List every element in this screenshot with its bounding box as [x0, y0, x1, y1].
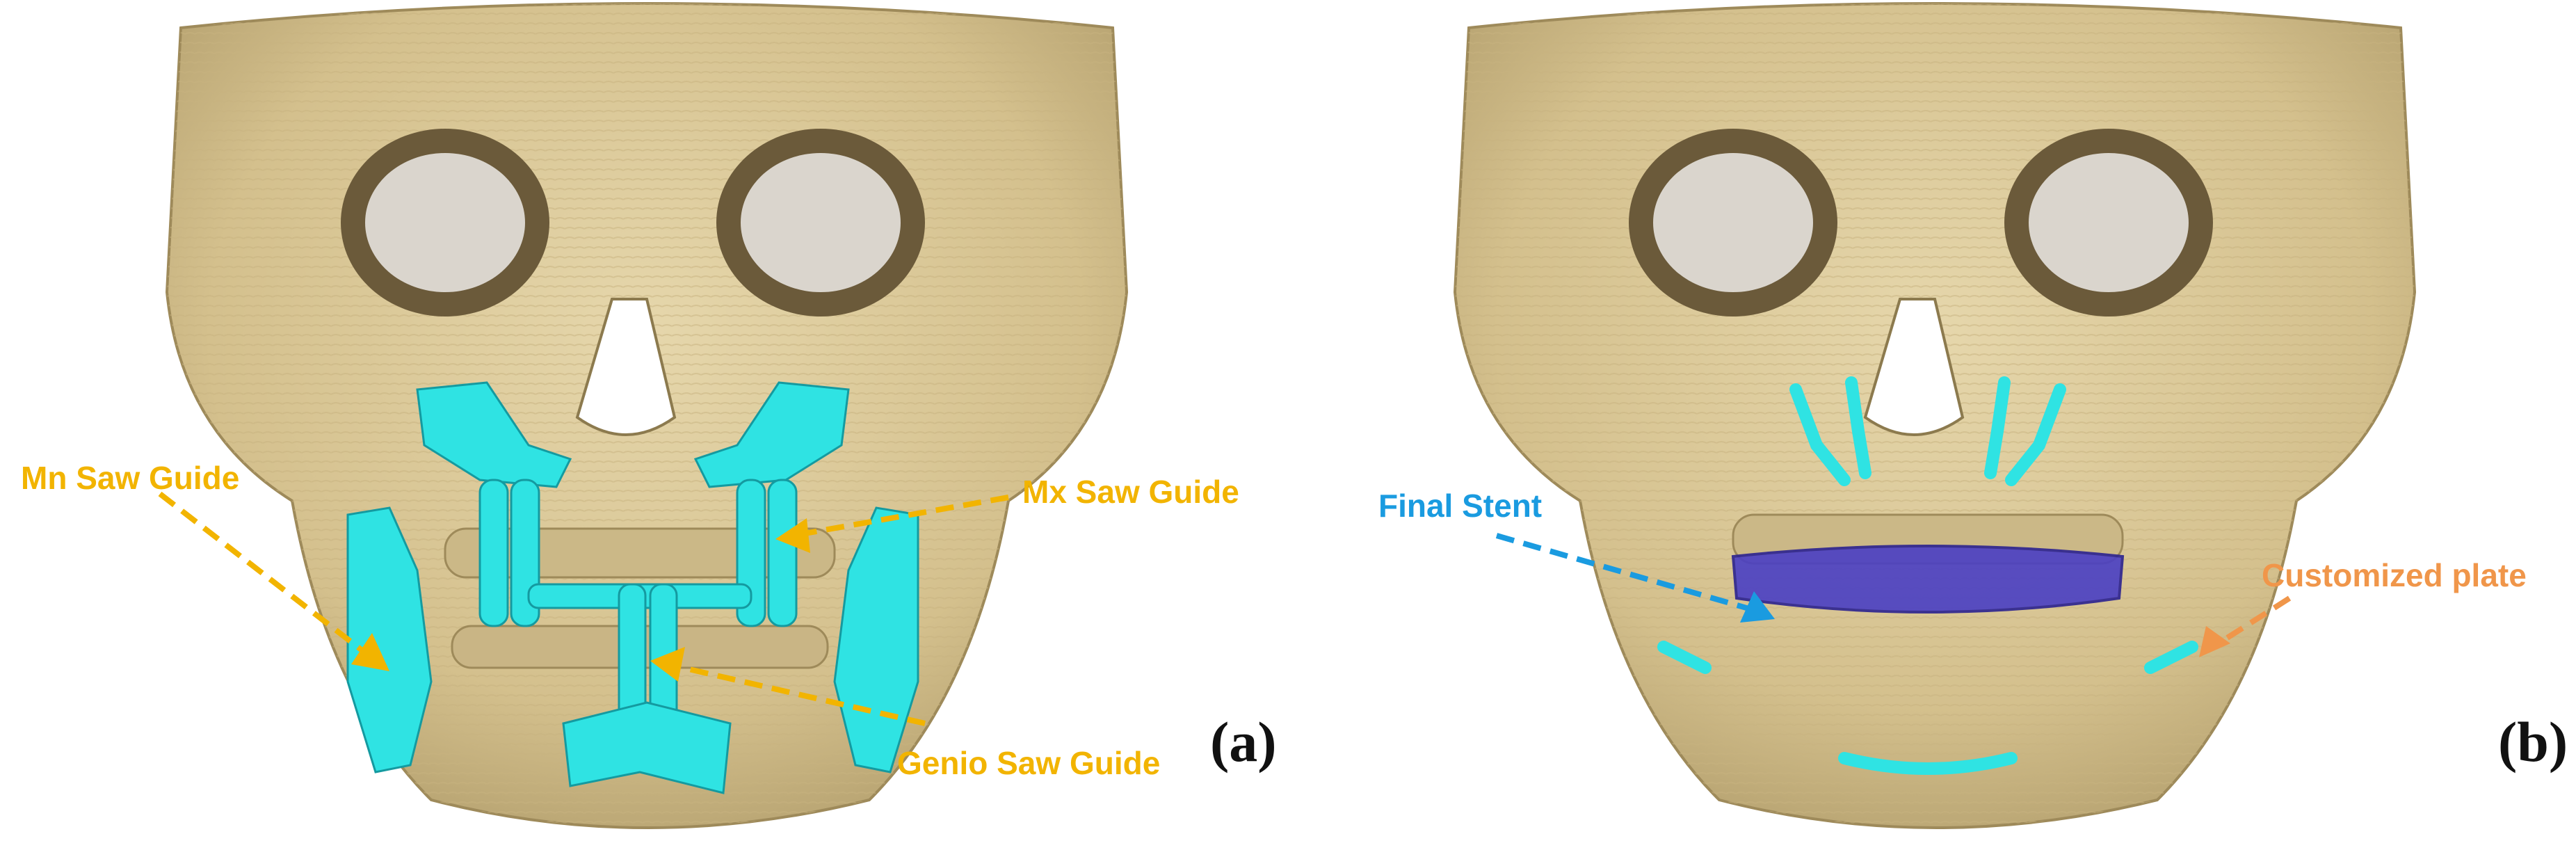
- skull-render-a: [158, 2, 1129, 829]
- fixation-plates: [1657, 376, 2198, 775]
- mx-saw-guide-label: Mx Saw Guide: [1022, 474, 1239, 510]
- panel-tag-a: (a): [1210, 710, 1277, 773]
- panel-b: Final Stent Customized plate (b): [1288, 0, 2576, 850]
- annotation-arrows: [158, 491, 1009, 726]
- genio-saw-guide-label: Genio Saw Guide: [897, 745, 1161, 781]
- final-stent: [1731, 545, 2125, 614]
- panel-a: Mn Saw Guide Mx Saw Guide Genio Saw Guid…: [21, 2, 1277, 829]
- nasal-aperture: [1863, 298, 1965, 436]
- panel-tag-b: (b): [2498, 710, 2568, 773]
- mn-saw-guide-label: Mn Saw Guide: [21, 460, 240, 496]
- final-stent-label: Final Stent: [1378, 488, 1543, 524]
- skull-render-b: [1453, 2, 2417, 829]
- nasal-aperture: [575, 298, 677, 436]
- customized-plate-label: Customized plate: [2262, 557, 2527, 593]
